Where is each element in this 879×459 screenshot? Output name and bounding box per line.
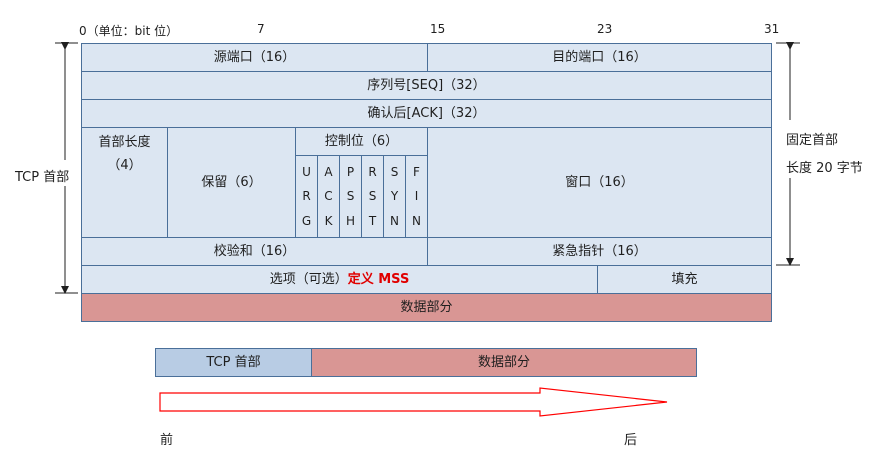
control-bits-header: 控制位（6）	[295, 127, 428, 156]
window-field: 窗口（16）	[427, 127, 772, 238]
direction-arrow	[159, 387, 668, 417]
header-length-label: 首部长度	[98, 135, 151, 150]
direction-back-label: 后	[624, 433, 638, 448]
header-length-field: 首部长度 （4）	[81, 127, 168, 238]
options-field: 选项（可选）定义 MSS	[81, 265, 598, 294]
bottom-data-block: 数据部分	[311, 348, 697, 377]
mss-highlight: 定义 MSS	[347, 272, 410, 287]
bit-0-label: 0（单位：bit 位）	[79, 24, 179, 38]
right-span-bracket	[776, 42, 800, 266]
fixed-header-length-label: 长度 20 字节	[786, 161, 863, 176]
bit-7-label: 7	[257, 22, 265, 36]
header-length-bits: （4）	[107, 158, 142, 173]
tcp-header-span-label: TCP 首部	[15, 170, 70, 185]
bit-15-label: 15	[430, 22, 446, 36]
left-span-bracket	[55, 42, 78, 294]
bit-23-label: 23	[597, 22, 613, 36]
direction-front-label: 前	[160, 433, 174, 448]
bottom-tcp-header-block: TCP 首部	[155, 348, 312, 377]
source-port-field: 源端口（16）	[81, 43, 428, 72]
data-section: 数据部分	[81, 293, 772, 322]
destination-port-field: 目的端口（16）	[427, 43, 772, 72]
reserved-field: 保留（6）	[167, 127, 296, 238]
fixed-header-label: 固定首部	[786, 133, 839, 148]
options-label: 选项（可选）	[269, 272, 348, 287]
checksum-field: 校验和（16）	[81, 237, 428, 266]
bit-31-label: 31	[764, 22, 780, 36]
